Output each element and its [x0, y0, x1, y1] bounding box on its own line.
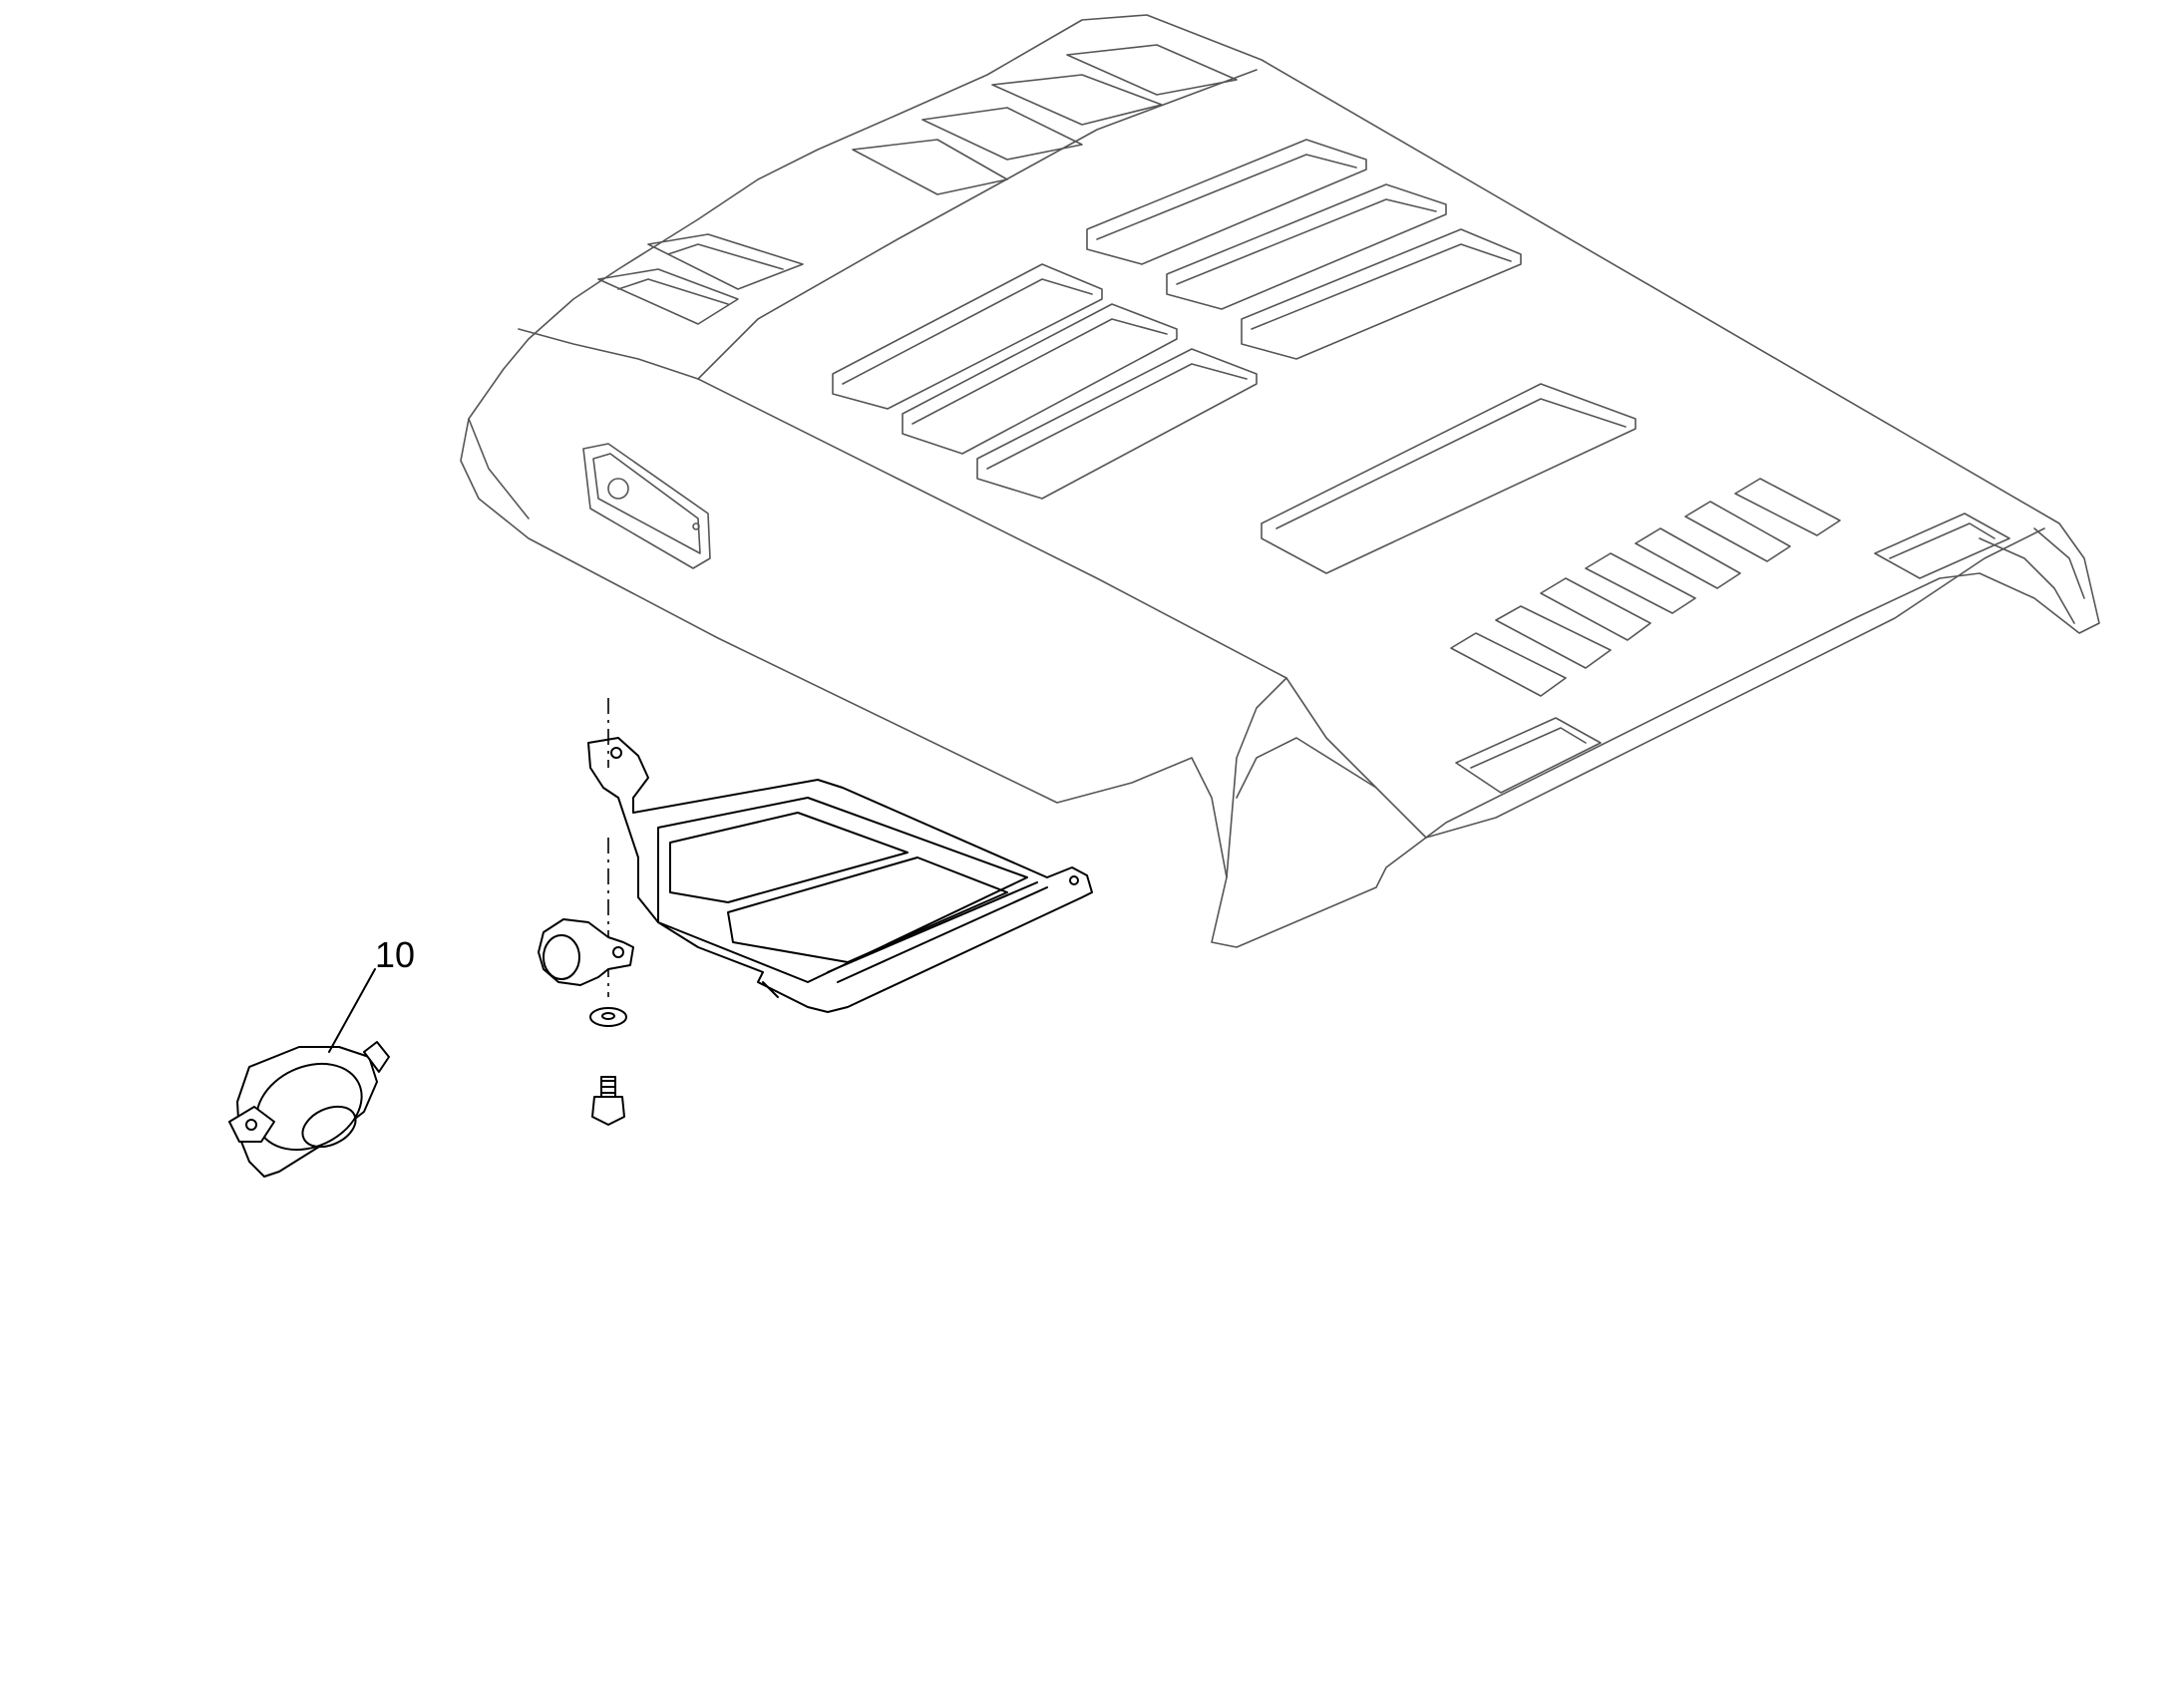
sensor-assembly	[228, 1041, 390, 1178]
callout-leader	[328, 968, 376, 1053]
cable-clamp-upper	[538, 918, 634, 986]
bolt-upper	[591, 1076, 625, 1126]
mounting-bracket	[587, 737, 1093, 1013]
hood-cover	[460, 14, 2100, 948]
washer-upper	[589, 1007, 627, 1027]
callout-label: 10	[375, 934, 416, 975]
